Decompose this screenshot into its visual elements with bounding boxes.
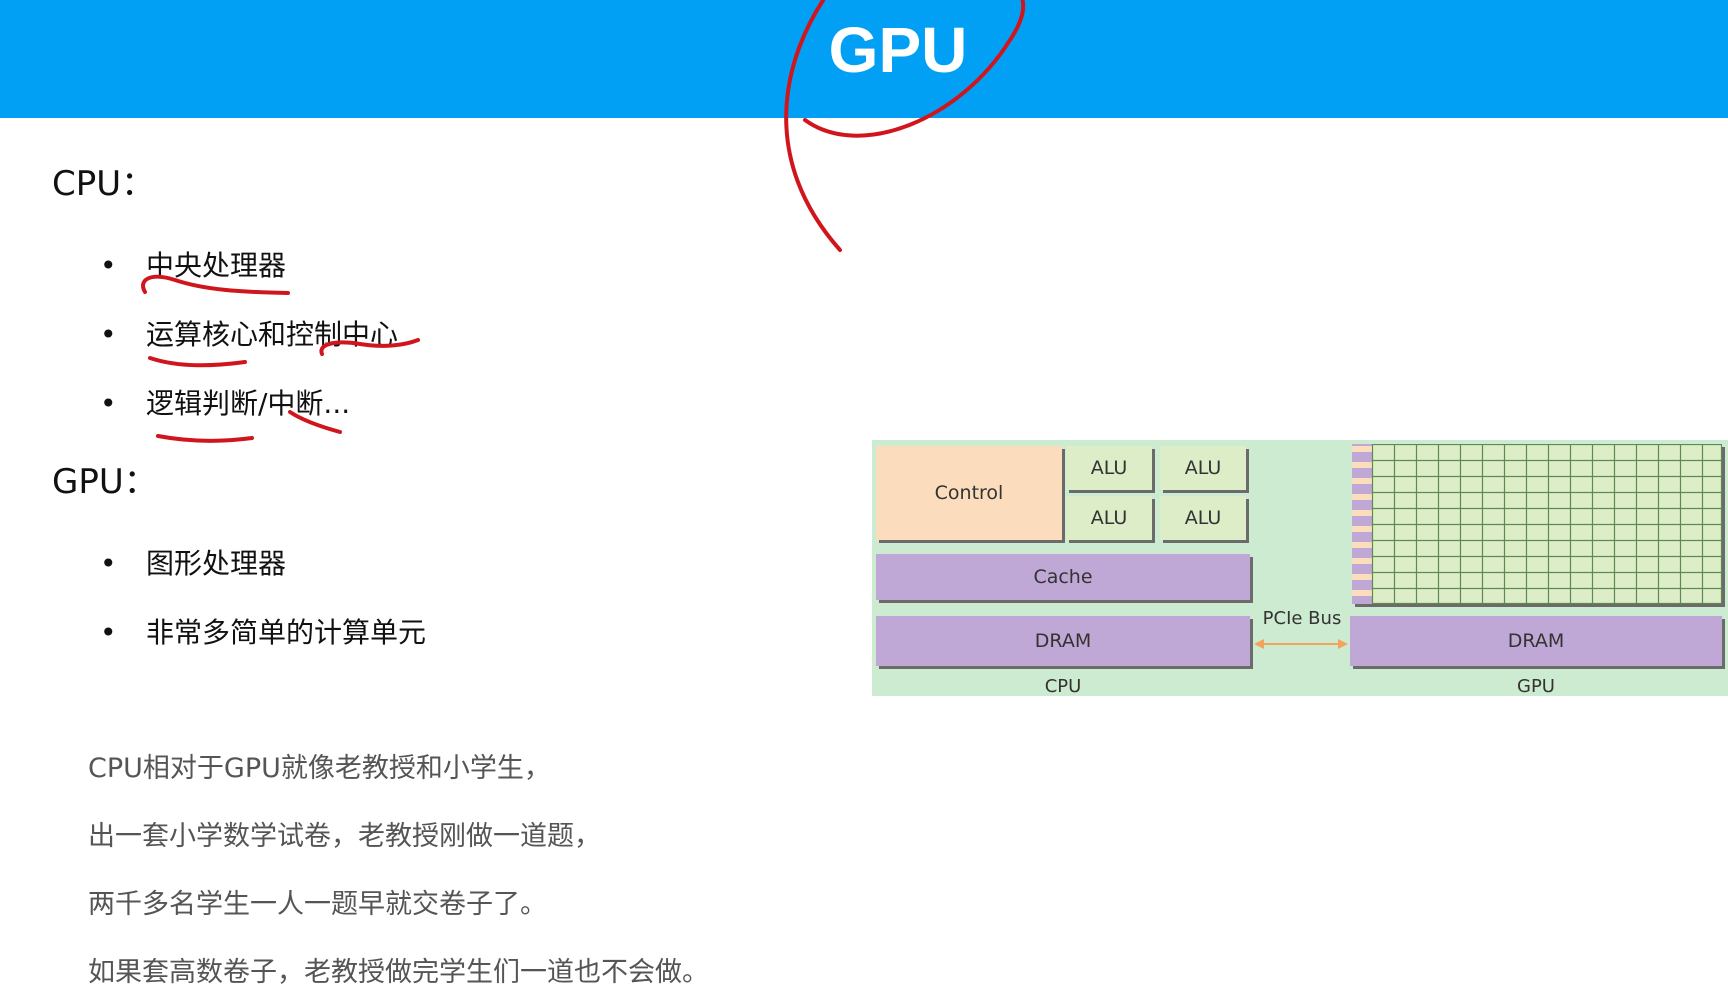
alu-block: ALU (1066, 496, 1152, 540)
cpu-gpu-diagram: Control ALU ALU ALU ALU Cache DRAM DRAM … (872, 440, 1728, 697)
analogy-line: 出一套小学数学试卷，老教授刚做一道题， (88, 821, 601, 852)
list-item-text: 非常多简单的计算单元 (146, 616, 427, 649)
gpu-core-grid-drawing (1352, 443, 1723, 605)
alu-block: ALU (1160, 446, 1246, 490)
list-item-text: 中央处理器 (146, 249, 287, 282)
pcie-bus-label: PCIe Bus (1262, 608, 1342, 629)
list-item: • 运算核心和控制中心 (100, 313, 398, 353)
list-item-text: 逻辑判断/中断... (146, 387, 351, 420)
gpu-section-title: GPU： (52, 462, 158, 502)
bullet-icon: • (100, 318, 117, 351)
gpu-dram-block: DRAM (1350, 616, 1722, 666)
list-item: • 非常多简单的计算单元 (100, 611, 426, 651)
cpu-dram-block: DRAM (876, 616, 1250, 666)
list-item: • 图形处理器 (100, 542, 286, 582)
analogy-line: 两千多名学生一人一题早就交卷子了。 (88, 889, 547, 920)
bullet-icon: • (100, 249, 117, 282)
alu-block: ALU (1066, 446, 1152, 490)
list-item-text: 图形处理器 (146, 547, 287, 580)
cache-block: Cache (876, 554, 1250, 600)
analogy-line: CPU相对于GPU就像老教授和小学生， (88, 753, 551, 784)
list-item-text: 运算核心和控制中心 (146, 318, 399, 351)
bullet-icon: • (100, 387, 117, 420)
bullet-icon: • (100, 616, 117, 649)
list-item: • 逻辑判断/中断... (100, 382, 350, 422)
control-block: Control (876, 446, 1062, 540)
underline-cpu-item-3a (156, 434, 254, 443)
underline-cpu-item-2a (148, 356, 247, 368)
page-title: GPU (828, 14, 968, 86)
gpu-label: GPU (1517, 676, 1555, 697)
alu-block: ALU (1160, 496, 1246, 540)
cpu-label: CPU (1044, 676, 1082, 697)
list-item: • 中央处理器 (100, 244, 286, 284)
bullet-icon: • (100, 547, 117, 580)
cpu-section-title: CPU： (52, 164, 156, 204)
gpu-core-grid-lines (1371, 443, 1723, 605)
pcie-bus-arrow (1254, 639, 1348, 649)
analogy-line: 如果套高数卷子，老教授做完学生们一道也不会做。 (88, 957, 709, 988)
gpu-control-cache-strip (1352, 444, 1372, 604)
gpu-core-grid (1352, 443, 1723, 605)
